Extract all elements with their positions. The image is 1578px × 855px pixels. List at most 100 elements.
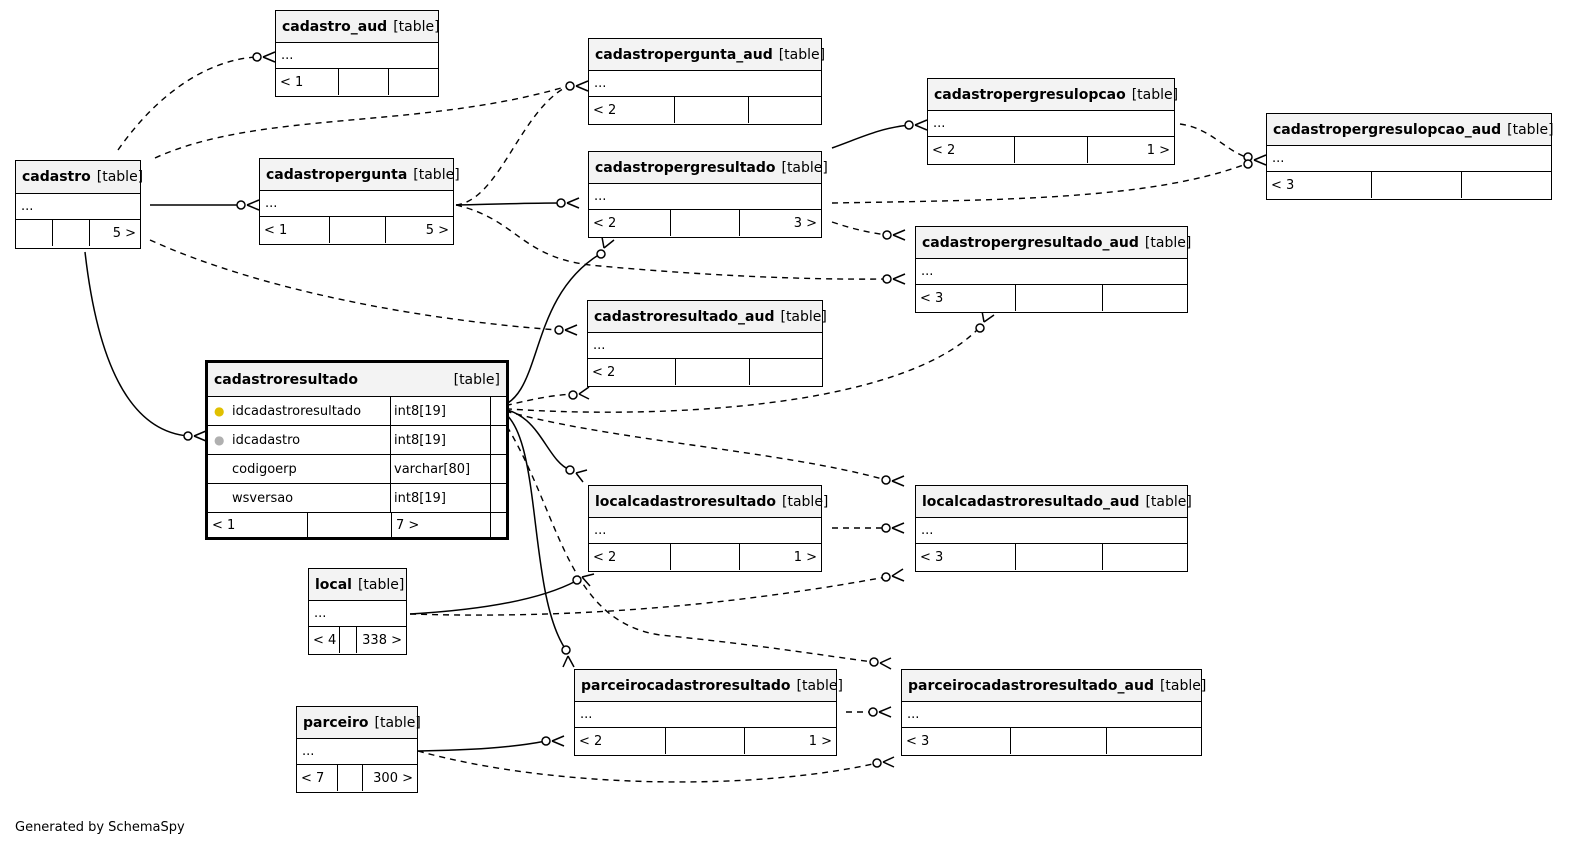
child-count: 5 > (425, 222, 449, 238)
table-header: cadastropergunta [table] (260, 159, 460, 191)
table-cadastro[interactable]: cadastro [table] ... 5 > (15, 160, 144, 249)
table-name: localcadastroresultado_aud (922, 493, 1140, 510)
collapsed-columns: ... (309, 601, 406, 627)
collapsed-columns: ... (589, 518, 821, 544)
parent-count: < 2 (575, 728, 666, 754)
collapsed-columns: ... (16, 194, 140, 220)
rel-parceiro-parceirocadastroresultado-aud (417, 750, 878, 783)
table-header: parceirocadastroresultado [table] (575, 670, 843, 702)
parent-count: < 2 (928, 137, 1015, 163)
rel-cadastropergresulopcao-cadastropergresulopcao-aud (1179, 123, 1247, 158)
rel-cadastroresultado-localcadastroresultado-aud (494, 407, 887, 481)
table-header: cadastropergresultado_aud [table] (916, 227, 1191, 259)
table-cadastropergresulopcao[interactable]: cadastropergresulopcao [table] ... < 2 1… (927, 78, 1178, 165)
child-count: 300 > (373, 770, 413, 786)
table-footer: < 2 (588, 359, 822, 385)
table-tag: [table] (374, 714, 421, 731)
row-count (1015, 137, 1088, 163)
table-tag: [table] (453, 371, 500, 388)
table-name: cadastropergresultado (595, 159, 776, 176)
row-count (675, 97, 749, 123)
rel-cadastroresultado-parceirocadastroresultado-aud (494, 407, 874, 663)
collapsed-columns: ... (575, 702, 836, 728)
column-row[interactable]: ●idcadastro int8[19] (208, 426, 506, 455)
column-type: int8[19] (391, 397, 491, 425)
table-localcadastroresultado-aud[interactable]: localcadastroresultado_aud [table] ... <… (915, 485, 1192, 572)
child-count: 3 > (793, 215, 817, 231)
rel-cadastroresultado-cadastropergresultado-aud (494, 327, 980, 413)
table-parceirocadastroresultado[interactable]: parceirocadastroresultado [table] ... < … (574, 669, 843, 756)
parent-count: < 2 (588, 359, 676, 385)
child-count: 338 > (362, 632, 402, 648)
table-cadastropergunta[interactable]: cadastropergunta [table] ... < 1 5 > (259, 158, 460, 245)
child-count: 1 > (1146, 142, 1170, 158)
rel-cadastro-cadastropergunta-aud (154, 85, 569, 159)
row-count (340, 627, 357, 653)
rel-cadastro-cadastroresultado-aud (149, 239, 559, 331)
row-count (676, 359, 750, 385)
table-name: parceirocadastroresultado (581, 677, 791, 694)
table-header: localcadastroresultado [table] (589, 486, 828, 518)
table-footer: < 2 (589, 97, 821, 123)
collapsed-columns: ... (589, 71, 821, 97)
table-name: cadastro_aud (282, 18, 388, 35)
row-count (339, 69, 389, 95)
table-footer: < 3 (902, 728, 1201, 754)
column-row[interactable]: codigoerp varchar[80] (208, 455, 506, 484)
column-row[interactable]: ●idcadastroresultado int8[19] (208, 397, 506, 426)
table-local[interactable]: local [table] ... < 4 338 > (308, 568, 407, 655)
table-header: cadastropergresulopcao_aud [table] (1267, 114, 1554, 146)
table-name: parceiro (303, 714, 369, 731)
table-cadastro-aud[interactable]: cadastro_aud [table] ... < 1 (275, 10, 440, 97)
generated-by-note: Generated by SchemaSpy (15, 820, 185, 835)
rel-local-localcadastroresultado (409, 580, 577, 615)
table-cadastroresultado-aud[interactable]: cadastroresultado_aud [table] ... < 2 (587, 300, 827, 387)
table-tag: [table] (357, 576, 405, 593)
child-count (749, 97, 821, 123)
row-count (1011, 728, 1107, 754)
table-localcadastroresultado[interactable]: localcadastroresultado [table] ... < 2 1… (588, 485, 828, 572)
table-name: cadastropergunta (266, 166, 408, 183)
table-cadastroresultado[interactable]: cadastroresultado [table] ●idcadastrores… (205, 360, 509, 540)
table-cadastropergresultado-aud[interactable]: cadastropergresultado_aud [table] ... < … (915, 226, 1191, 313)
rel-cadastropergresultado-cadastropergresultado-aud (831, 221, 888, 236)
table-cadastropergresultado[interactable]: cadastropergresultado [table] ... < 2 3 … (588, 151, 828, 238)
collapsed-columns: ... (928, 111, 1174, 137)
rel-cadastro-cadastroresultado (84, 251, 189, 437)
table-parceiro[interactable]: parceiro [table] ... < 7 300 > (296, 706, 421, 793)
rel-cadastro-cadastro-aud (117, 56, 257, 151)
table-tag: [table] (1145, 493, 1192, 510)
child-count: 1 > (793, 549, 817, 565)
table-parceirocadastroresultado-aud[interactable]: parceirocadastroresultado_aud [table] ..… (901, 669, 1206, 756)
rel-local-localcadastroresultado-aud (409, 576, 887, 616)
child-count: 7 > (392, 513, 491, 537)
rel-parceiro-parceirocadastroresultado (417, 740, 547, 752)
table-name: cadastropergunta_aud (595, 46, 773, 63)
parent-count: < 3 (1267, 172, 1372, 198)
collapsed-columns: ... (297, 739, 417, 765)
row-count (666, 728, 745, 754)
table-tag: [table] (1159, 677, 1207, 694)
table-cadastropergresulopcao-aud[interactable]: cadastropergresulopcao_aud [table] ... <… (1266, 113, 1554, 200)
rel-cadastropergresultado-cadastropergresulopcao (831, 124, 910, 149)
table-tag: [table] (96, 169, 144, 185)
rel-cadastroresultado-cadastroresultado-aud (494, 393, 573, 409)
table-footer: < 1 5 > (260, 217, 453, 243)
table-footer: < 7 300 > (297, 765, 417, 791)
parent-count: < 2 (589, 97, 675, 123)
parent-count: < 4 (309, 627, 340, 653)
collapsed-columns: ... (260, 191, 453, 217)
row-count (338, 765, 363, 791)
table-cadastropergunta-aud[interactable]: cadastropergunta_aud [table] ... < 2 (588, 38, 825, 125)
row-count (53, 220, 90, 246)
table-header: localcadastroresultado_aud [table] (916, 486, 1192, 518)
column-row[interactable]: wsversao int8[19] (208, 484, 506, 513)
rel-cadastropergunta-cadastropergunta-aud (455, 85, 569, 206)
table-name: cadastro (22, 169, 91, 185)
collapsed-columns: ... (916, 518, 1187, 544)
collapsed-columns: ... (588, 333, 822, 359)
table-tag: [table] (393, 18, 440, 35)
table-name: cadastropergresulopcao_aud (1273, 121, 1502, 138)
row-count (1016, 285, 1103, 311)
